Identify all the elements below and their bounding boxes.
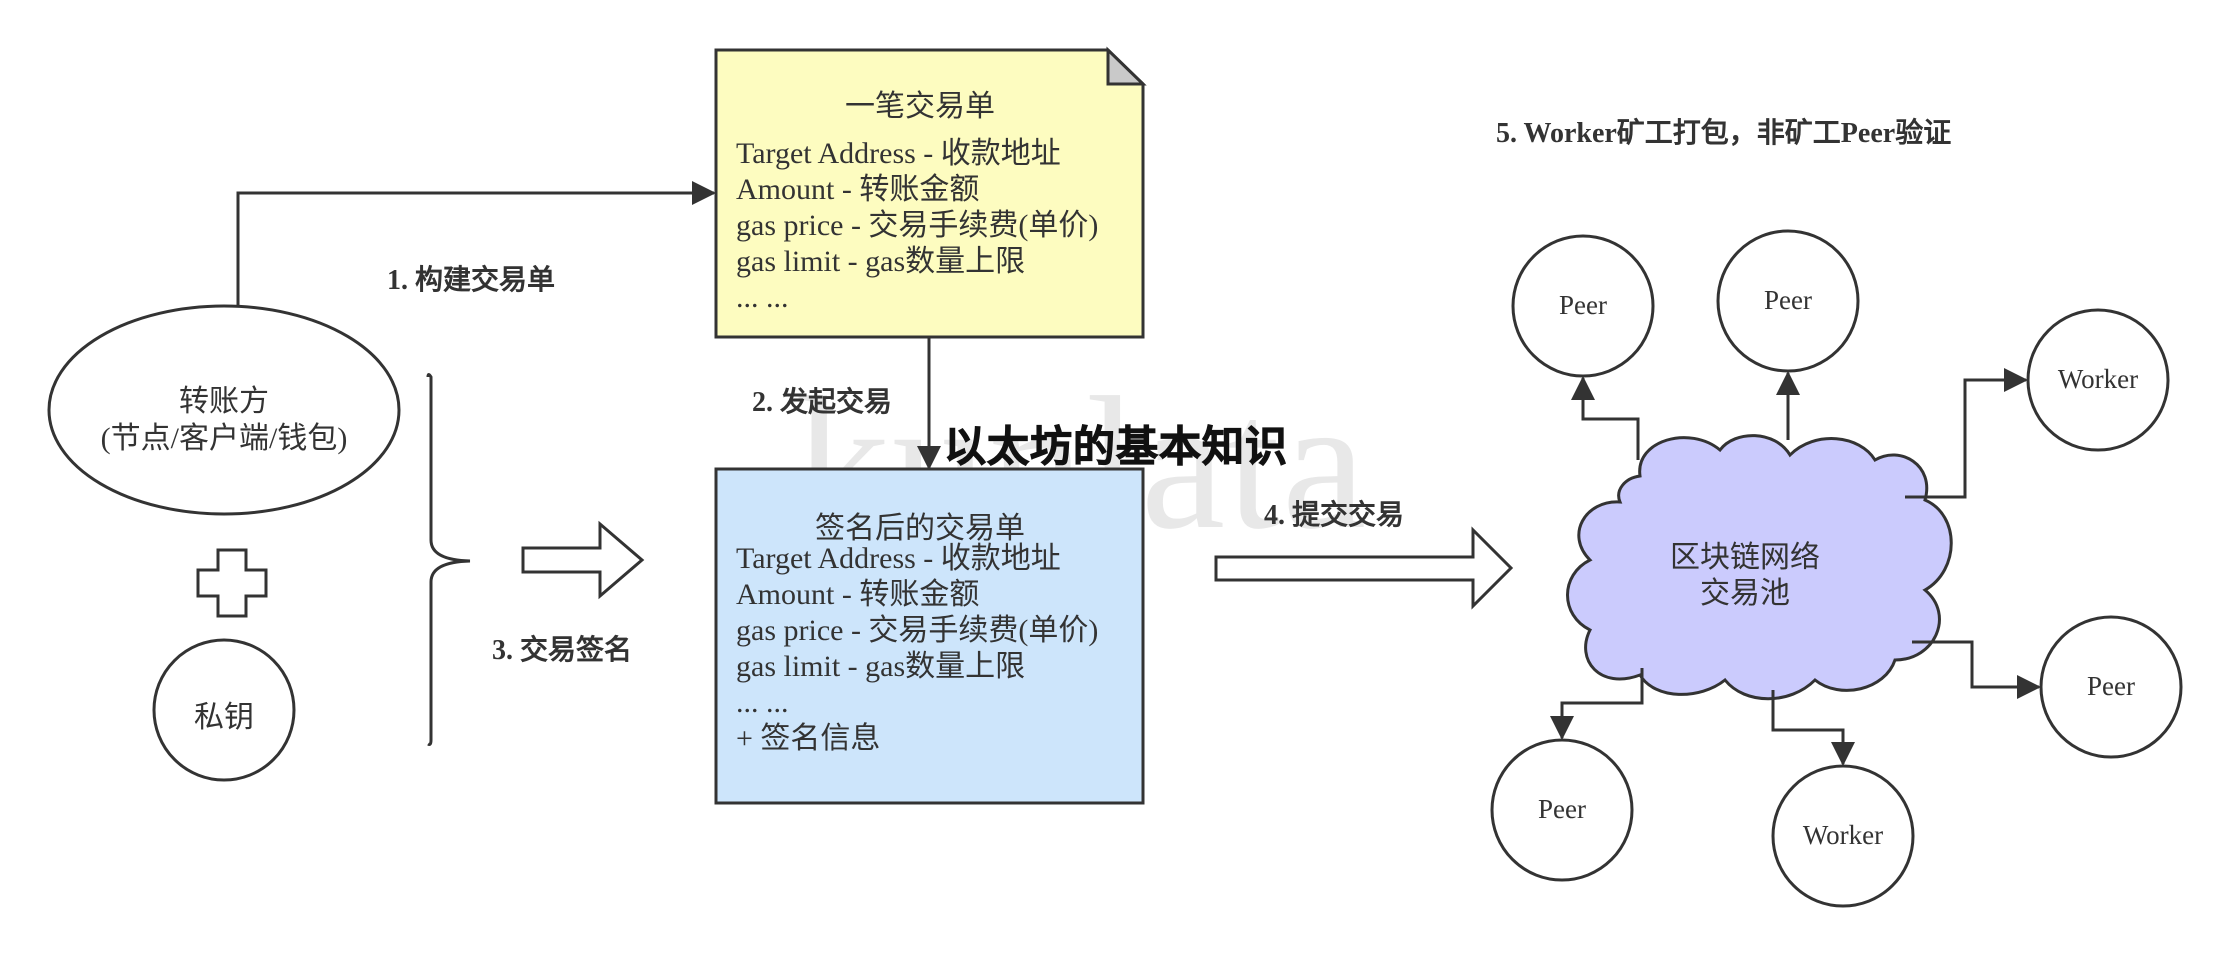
transaction-box [714,48,1145,339]
signed-line: Target Address - 收款地址 [736,542,1061,575]
connector-peer-1 [1571,376,1640,460]
signed-line: gas limit - gas数量上限 [736,650,1026,683]
transaction-line: ... ... [736,281,789,314]
tx-pool-sublabel: 交易池 [1700,577,1790,610]
plus-icon [196,548,268,618]
tx-pool-cloud [1566,434,1953,701]
worker-node-2 [1771,764,1915,908]
transaction-box-title: 一笔交易单 [845,90,995,123]
transaction-line: gas limit - gas数量上限 [736,245,1026,278]
transaction-line: gas price - 交易手续费(单价) [736,209,1099,242]
step-4-label: 4. 提交交易 [1264,500,1405,531]
worker-label-2: Worker [1802,820,1884,850]
transaction-line: Target Address - 收款地址 [736,137,1061,170]
worker-label-1: Worker [2057,364,2139,394]
tx-pool-label: 区块链网络 [1670,541,1820,574]
peer-label-1: Peer [1559,290,1607,320]
connector-worker-1 [1905,368,2028,499]
signed-line: gas price - 交易手续费(单价) [736,614,1099,647]
peer-node-4 [1490,738,1634,882]
signed-line: + 签名信息 [736,722,881,755]
overlay-title: 以太坊的基本知识 [943,422,1289,472]
connector-build [236,181,716,307]
worker-node-1 [2026,308,2170,452]
connector-worker-2 [1771,690,1855,766]
step-3-label: 3. 交易签名 [492,635,633,666]
sender-label: 转账方 [179,385,269,418]
step-1-label: 1. 构建交易单 [387,265,556,296]
peer-label-4: Peer [1538,794,1586,824]
hollow-arrow-sign [521,520,645,600]
private-key-label: 私钥 [194,701,254,734]
peer-label-2: Peer [1764,285,1812,315]
peer-node-3 [2039,615,2183,759]
hollow-arrow-submit [1214,526,1514,610]
sender-sublabel: (节点/客户端/钱包) [100,422,348,455]
connector-peer-3 [1912,640,2041,699]
connector-peer-4 [1550,668,1644,740]
signed-line: ... ... [736,686,789,719]
sender-node [47,304,401,516]
signed-transaction-box [714,467,1145,805]
signed-box-lines: Target Address - 收款地址 Amount - 转账金额 gas … [736,541,1098,757]
peer-label-3: Peer [2087,671,2135,701]
signed-line: Amount - 转账金额 [736,578,980,611]
private-key-node [152,638,296,782]
transaction-box-lines: Target Address - 收款地址 Amount - 转账金额 gas … [736,136,1098,316]
fold-corner [1106,46,1147,86]
step-5-label: 5. Worker矿工打包，非矿工Peer验证 [1496,118,1952,149]
transaction-line: Amount - 转账金额 [736,173,980,206]
step-2-label: 2. 发起交易 [752,387,893,418]
signed-box-title: 签名后的交易单 [815,512,1025,545]
brace-shape [426,373,471,746]
